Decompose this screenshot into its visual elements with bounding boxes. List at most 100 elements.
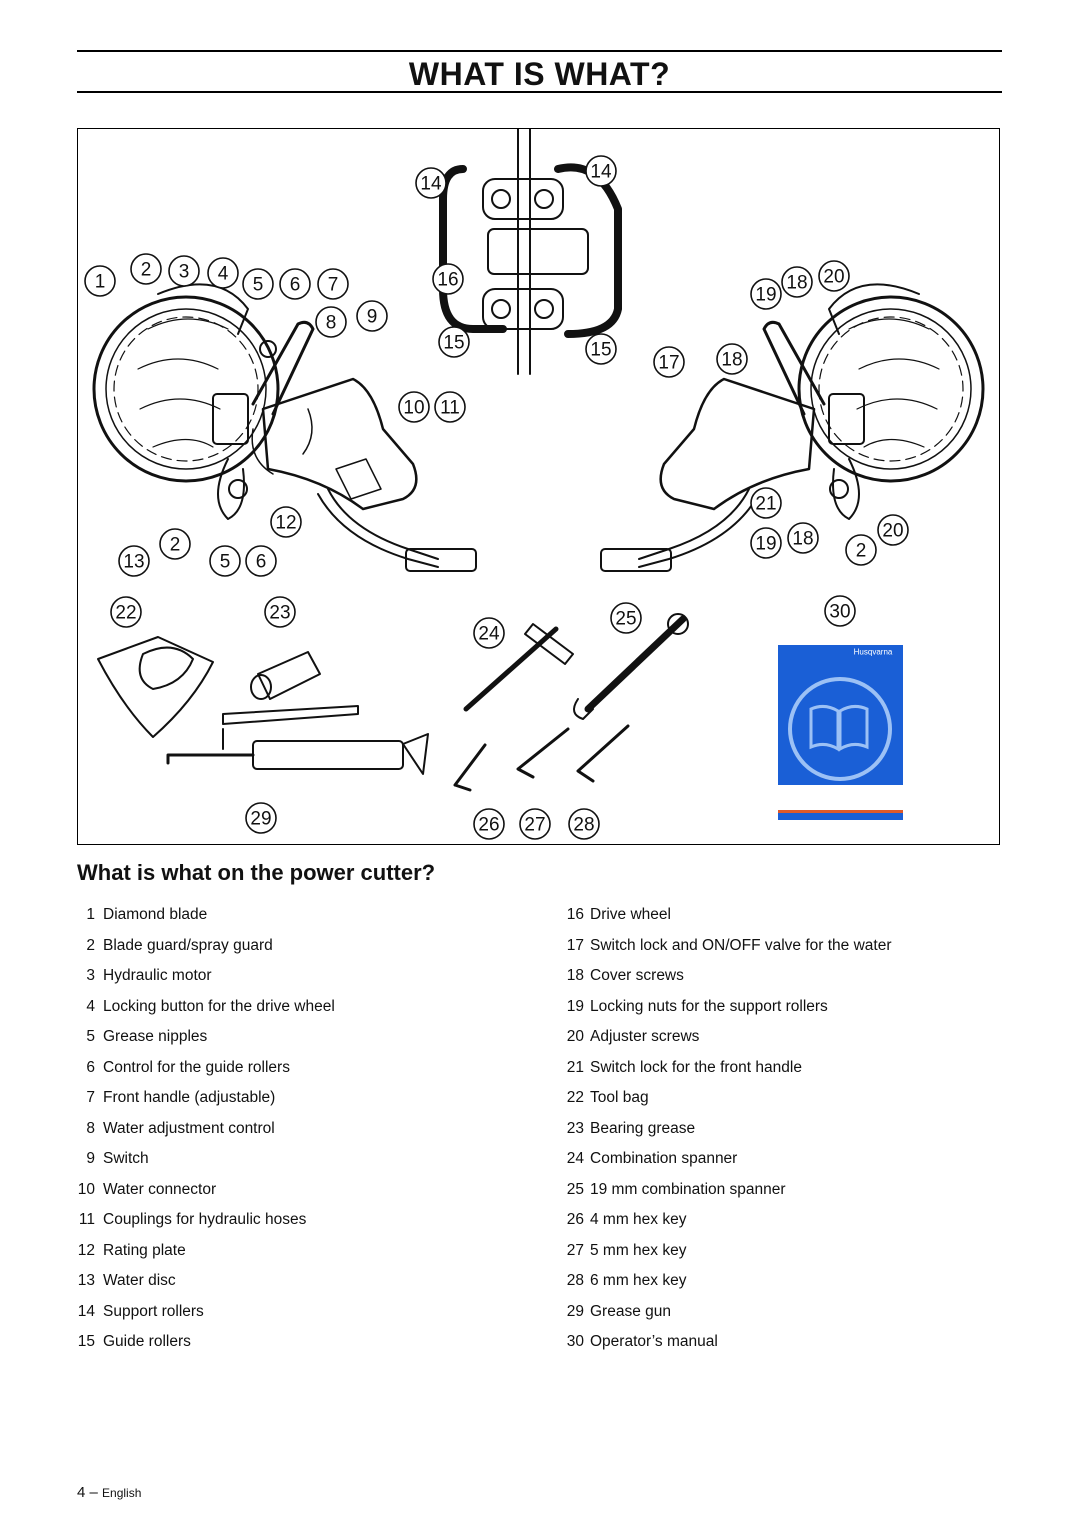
callout-number: 18: [786, 273, 807, 294]
operators-manual-drawing: Husqvarna: [778, 645, 903, 820]
part-number: 15: [77, 1333, 95, 1350]
part-label: Locking button for the drive wheel: [103, 997, 335, 1015]
part-label: Switch lock and ON/OFF valve for the wat…: [590, 936, 892, 954]
part-number: 18: [566, 967, 584, 984]
part-number: 24: [566, 1150, 584, 1167]
callout-marker: 7: [317, 268, 349, 300]
callout-marker: 26: [473, 808, 505, 840]
parts-list-item: 17 Switch lock and ON/OFF valve for the w…: [564, 934, 892, 965]
parts-list-item: 8 Water adjustment control: [77, 1117, 335, 1148]
parts-list-item: 16 Drive wheel: [564, 903, 892, 934]
parts-list-item: 27 5 mm hex key: [564, 1239, 892, 1270]
callout-number: 15: [443, 333, 464, 354]
part-label: Water disc: [103, 1272, 176, 1289]
parts-list-item: 1 Diamond blade: [77, 903, 335, 934]
callout-marker: 5: [209, 545, 241, 577]
callout-number: 1: [95, 272, 106, 293]
callout-number: 21: [755, 494, 776, 515]
callout-number: 6: [256, 552, 267, 573]
part-label: Support rollers: [103, 1302, 204, 1320]
callout-number: 10: [403, 398, 424, 419]
part-label: Control for the guide rollers: [103, 1058, 290, 1076]
part-label: Hydraulic motor: [103, 967, 212, 984]
callout-number: 20: [823, 267, 844, 288]
part-label: Operator’s manual: [590, 1333, 718, 1350]
part-number: 29: [566, 1302, 584, 1320]
callout-number: 2: [170, 535, 181, 556]
part-number: 8: [86, 1119, 95, 1137]
callout-number: 25: [615, 609, 636, 630]
callout-marker: 27: [519, 808, 551, 840]
callout-marker: 18: [781, 266, 813, 298]
callout-marker: 8: [315, 306, 347, 338]
callout-marker: 30: [824, 595, 856, 627]
callout-number: 26: [478, 815, 499, 836]
top-rule: [77, 50, 1002, 52]
parts-list-item: 4 Locking button for the drive wheel: [77, 995, 335, 1026]
part-number: 23: [566, 1119, 584, 1137]
part-label: 4 mm hex key: [590, 1211, 687, 1228]
part-number: 21: [566, 1058, 584, 1076]
part-number: 27: [566, 1241, 584, 1259]
part-number: 22: [566, 1089, 584, 1106]
manual-brand-logo: Husqvarna: [854, 648, 893, 657]
callout-number: 29: [250, 809, 271, 830]
part-number: 1: [86, 906, 95, 923]
part-label: Guide rollers: [103, 1333, 191, 1350]
part-label: 5 mm hex key: [590, 1241, 687, 1259]
callout-number: 12: [275, 513, 296, 534]
callout-number: 22: [115, 603, 136, 624]
callout-marker: 16: [432, 263, 464, 295]
callout-number: 13: [123, 552, 144, 573]
callout-number: 18: [721, 350, 742, 371]
part-number: 14: [77, 1302, 95, 1320]
part-number: 30: [566, 1333, 584, 1350]
callout-marker: 19: [750, 527, 782, 559]
callout-marker: 2: [130, 253, 162, 285]
part-number: 26: [566, 1211, 584, 1228]
part-number: 17: [566, 936, 584, 954]
part-label: Blade guard/spray guard: [103, 936, 273, 954]
callout-number: 4: [218, 264, 229, 285]
hex-keys-drawing: [453, 724, 630, 792]
parts-list-item: 30 Operator’s manual: [564, 1330, 892, 1361]
callout-marker: 18: [787, 522, 819, 554]
callout-number: 27: [524, 815, 545, 836]
callout-marker: 13: [118, 545, 150, 577]
part-label: Diamond blade: [103, 906, 208, 923]
page-title: WHAT IS WHAT?: [408, 56, 671, 92]
part-label: Switch lock for the front handle: [590, 1058, 802, 1076]
callout-number: 14: [590, 162, 612, 183]
callout-marker: 12: [270, 506, 302, 538]
callout-number: 5: [253, 275, 264, 296]
callout-number: 9: [367, 307, 378, 328]
page-number: 4: [77, 1484, 86, 1501]
part-number: 7: [86, 1089, 95, 1106]
part-label: Water adjustment control: [103, 1119, 275, 1137]
callout-number: 7: [328, 275, 339, 296]
callout-marker: 10: [398, 391, 430, 423]
part-number: 3: [86, 967, 95, 984]
callout-number: 24: [478, 624, 500, 645]
callout-number: 3: [179, 262, 190, 283]
part-number: 4: [86, 997, 95, 1015]
part-label: Drive wheel: [590, 906, 671, 923]
part-number: 12: [77, 1241, 95, 1259]
title-underline: [77, 91, 1002, 93]
callout-number: 20: [882, 521, 903, 542]
callout-number: 2: [141, 260, 152, 281]
callout-marker: 18: [716, 343, 748, 375]
part-label: Locking nuts for the support rollers: [590, 997, 828, 1015]
parts-list-item: 3 Hydraulic motor: [77, 964, 335, 995]
part-number: 16: [566, 906, 584, 923]
